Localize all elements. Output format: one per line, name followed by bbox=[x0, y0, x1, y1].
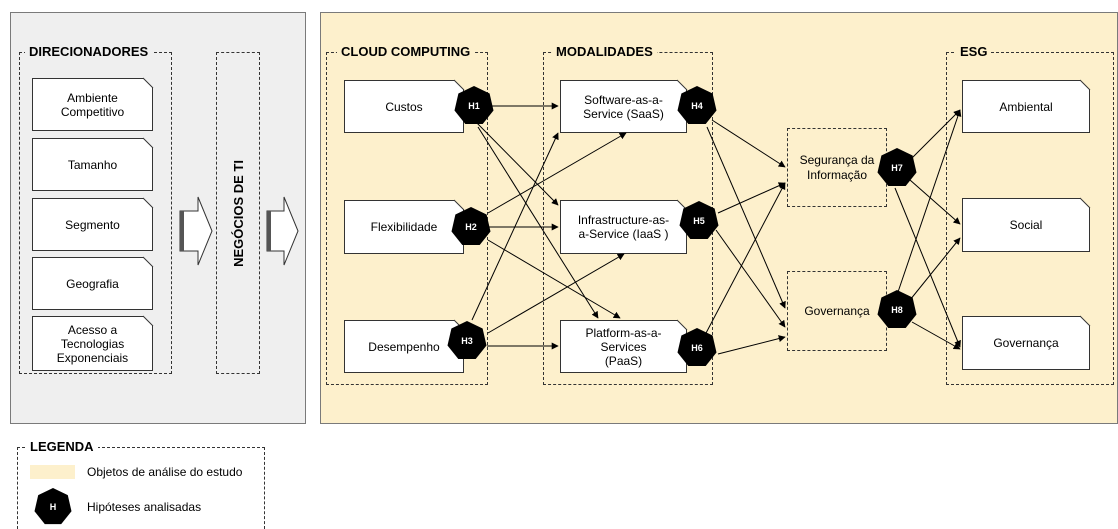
svg-text:H: H bbox=[50, 502, 57, 512]
legend-objects-text: Objetos de análise do estudo bbox=[87, 465, 243, 479]
flow-arrows bbox=[179, 196, 299, 266]
arrow-shadows bbox=[180, 211, 271, 251]
hypothesis-h8-icon: H8 bbox=[877, 290, 917, 328]
cloud-desempenho: Desempenho bbox=[344, 320, 464, 373]
seguranca-informacao: Segurança da Informação bbox=[787, 128, 887, 207]
svg-text:H1: H1 bbox=[468, 101, 480, 111]
it-to-study-arrow bbox=[266, 196, 299, 266]
legend-cream-swatch bbox=[30, 465, 75, 479]
legend-hypotheses-text: Hipóteses analisadas bbox=[87, 500, 202, 514]
driver-tamanho: Tamanho bbox=[32, 138, 153, 191]
modalidades-title: MODALIDADES bbox=[552, 45, 657, 59]
modalidade-iaas: Infrastructure-as-a-Service (IaaS ) bbox=[560, 200, 687, 254]
hypothesis-h1-icon: H1 bbox=[454, 86, 494, 124]
negocios-ti-box: NEGÓCIOS DE TI bbox=[216, 52, 260, 374]
svg-text:H5: H5 bbox=[693, 216, 705, 226]
cloud-custos: Custos bbox=[344, 80, 464, 133]
esg-title: ESG bbox=[956, 45, 992, 59]
legend-box bbox=[17, 447, 265, 529]
esg-ambiental: Ambiental bbox=[962, 80, 1090, 133]
hypothesis-h2-icon: H2 bbox=[451, 207, 491, 245]
modalidade-saas: Software-as-a-Service (SaaS) bbox=[560, 80, 687, 133]
hypothesis-h5-icon: H5 bbox=[679, 201, 719, 239]
hypothesis-h7-icon: H7 bbox=[877, 148, 917, 186]
driver-segmento: Segmento bbox=[32, 198, 153, 251]
direcionadores-title: DIRECIONADORES bbox=[25, 45, 153, 59]
cloud-computing-title: CLOUD COMPUTING bbox=[337, 45, 475, 59]
modalidade-paas: Platform-as-a-Services (PaaS) bbox=[560, 320, 687, 373]
esg-governanca: Governança bbox=[962, 316, 1090, 370]
driver-geografia: Geografia bbox=[32, 257, 153, 310]
driver-ambiente-competitivo: Ambiente Competitivo bbox=[32, 78, 153, 131]
hypothesis-h4-icon: H4 bbox=[677, 86, 717, 124]
svg-text:H4: H4 bbox=[691, 101, 703, 111]
svg-text:H8: H8 bbox=[891, 305, 903, 315]
svg-text:H2: H2 bbox=[465, 222, 477, 232]
legend-title: LEGENDA bbox=[26, 440, 98, 454]
hypothesis-h3-icon: H3 bbox=[447, 321, 487, 359]
cloud-flexibilidade: Flexibilidade bbox=[344, 200, 464, 254]
driver-acesso-tecnologias: Acesso a Tecnologias Exponenciais bbox=[32, 316, 153, 371]
svg-text:H6: H6 bbox=[691, 343, 703, 353]
hypothesis-markers: H1 H2 H3 H4 H5 H6 H7 H8 bbox=[447, 86, 917, 366]
governanca-middle: Governança bbox=[787, 271, 887, 351]
esg-group bbox=[946, 52, 1114, 385]
drivers-to-it-arrow bbox=[179, 196, 213, 266]
esg-social: Social bbox=[962, 198, 1090, 252]
legend-hypothesis-icon: H bbox=[34, 488, 72, 525]
svg-text:H7: H7 bbox=[891, 163, 903, 173]
svg-text:H3: H3 bbox=[461, 336, 473, 346]
hypothesis-h6-icon: H6 bbox=[677, 328, 717, 366]
hypothesis-connections bbox=[471, 102, 962, 355]
